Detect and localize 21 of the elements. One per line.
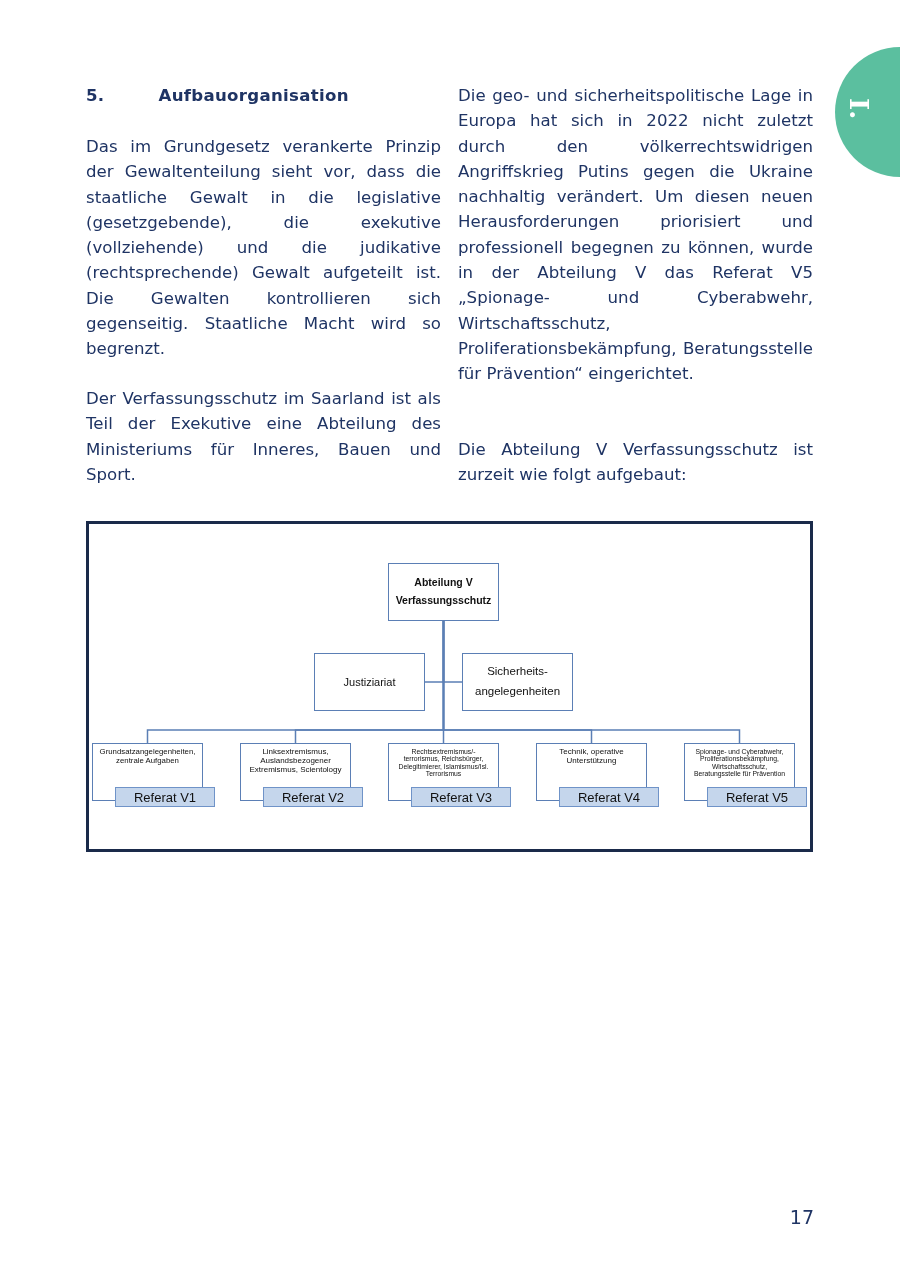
body-paragraph: Die geo- und sicherheitspolitische Lage in Europa hat sich in 2022 nicht zuletzt durch den völkerrechtswidrigen Angriffskrieg Putins gegen die Ukraine nachhaltig verändert. Um diesen neuen Herausforderungen priorisiert und professionell begegnen zu können, wurde in der Abteilung V das Referat V5 „Spionage- und Cyberabwehr, Wirtschaftsschutz, Proliferationsbekämpfung, Beratungsstelle für Prävention“ eingerichtet.: [458, 85, 813, 386]
unit-description: Linksextremismus, Auslandsbezogener Extremismus, Scientology: [248, 748, 343, 775]
section-heading: 5. Aufbauorganisation: [86, 85, 349, 107]
body-paragraph: Der Verfassungsschutz im Saarland ist als Teil der Exekutive eine Abteilung des Ministeriums für Inneres, Bauen und Sport.: [86, 388, 441, 486]
unit-label: Referat V3: [411, 787, 511, 807]
unit-label: Referat V4: [559, 787, 659, 807]
page-number: 17: [788, 1205, 814, 1230]
org-box: [388, 563, 499, 621]
org-unit-name: Justiziariat: [343, 674, 396, 690]
unit-description: Technik, operative Unterstützung: [558, 748, 625, 766]
org-box: [314, 653, 425, 711]
unit-label: Referat V1: [115, 787, 215, 807]
unit-label: Referat V2: [263, 787, 363, 807]
org-box: [462, 653, 573, 711]
org-unit-name: Sicherheits- angelegenheiten: [475, 664, 561, 699]
chapter-number: I.: [845, 97, 871, 122]
connector-line: [442, 620, 741, 744]
org-unit-name: Abteilung V Verfassungsschutz: [394, 575, 493, 608]
body-paragraph: Das im Grundgesetz verankerte Prinzip der Gewaltenteilung sieht vor, dass die staatliche Gewalt in die legislative (gesetzgebende), die exekutive (vollziehende) und die judikative (rechtsprechende) Gewalt aufgeteilt ist. Die Gewalten kontrollieren sich gegenseitig. Staatliche Macht wird so begrenzt.: [86, 136, 441, 361]
unit-label: Referat V5: [707, 787, 807, 807]
body-paragraph: Die Abteilung V Verfassungsschutz ist zurzeit wie folgt aufgebaut:: [458, 439, 813, 487]
